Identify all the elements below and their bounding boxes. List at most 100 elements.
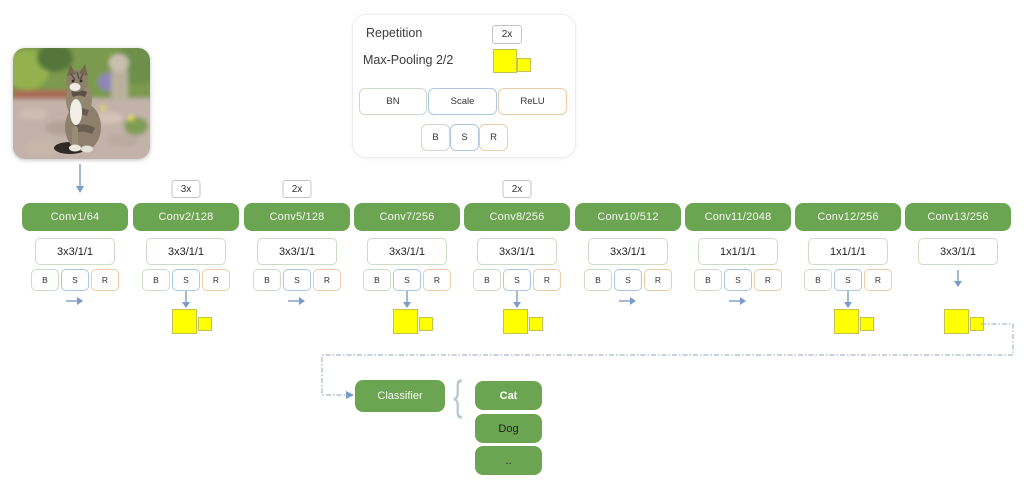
down-arrow-icon xyxy=(182,291,190,308)
batchnorm-mini-box: B xyxy=(694,269,722,291)
relu-mini-box: R xyxy=(313,269,341,291)
down-arrow-icon xyxy=(954,270,962,287)
maxpool-small-square-icon xyxy=(529,317,543,331)
legend-maxpool-large-square-icon xyxy=(493,49,517,73)
repetition-badge: 3x xyxy=(171,180,201,198)
conv-layer-block: Conv7/256 xyxy=(354,203,460,231)
legend-r-box: R xyxy=(479,124,508,151)
scale-mini-box: S xyxy=(503,269,531,291)
down-arrow-icon xyxy=(513,291,521,308)
classifier-arrowhead-icon xyxy=(346,391,354,399)
batchnorm-mini-box: B xyxy=(31,269,59,291)
relu-mini-box: R xyxy=(754,269,782,291)
batchnorm-mini-box: B xyxy=(253,269,281,291)
legend-relu-box: ReLU xyxy=(498,88,567,115)
kernel-spec-box: 1x1/1/1 xyxy=(808,238,888,265)
conv-layer-block: Conv12/256 xyxy=(795,203,901,231)
right-arrow-icon xyxy=(288,297,305,305)
maxpool-small-square-icon xyxy=(419,317,433,331)
conv-column: 2x Conv8/256 3x3/1/1 B S R xyxy=(464,178,570,338)
repetition-badge: 2x xyxy=(282,180,312,198)
relu-mini-box: R xyxy=(864,269,892,291)
relu-mini-box: R xyxy=(644,269,672,291)
kernel-spec-box: 3x3/1/1 xyxy=(367,238,447,265)
batchnorm-mini-box: B xyxy=(804,269,832,291)
legend-b-box: B xyxy=(421,124,450,151)
maxpool-large-square-icon xyxy=(503,309,528,334)
bsr-row: B S R xyxy=(253,269,341,291)
maxpool-squares xyxy=(464,309,570,337)
conv-column: 3x Conv2/128 3x3/1/1 B S R xyxy=(133,178,239,338)
legend-repetition-badge: 2x xyxy=(492,25,522,44)
kernel-spec-box: 3x3/1/1 xyxy=(146,238,226,265)
legend-maxpool-small-square-icon xyxy=(517,58,531,72)
scale-mini-box: S xyxy=(614,269,642,291)
cat-figure xyxy=(54,64,101,154)
scale-mini-box: S xyxy=(834,269,862,291)
maxpool-squares xyxy=(354,309,460,337)
right-arrow-icon xyxy=(619,297,636,305)
legend-s-box: S xyxy=(450,124,479,151)
conv-column: Conv10/512 3x3/1/1 B S R xyxy=(575,178,681,338)
kernel-spec-box: 1x1/1/1 xyxy=(698,238,778,265)
maxpool-squares xyxy=(905,309,1011,337)
relu-mini-box: R xyxy=(533,269,561,291)
kernel-spec-box: 3x3/1/1 xyxy=(588,238,668,265)
conv-layer-block: Conv1/64 xyxy=(22,203,128,231)
legend-panel: Repetition 2x Max-Pooling 2/2 BN Scale R… xyxy=(352,14,576,158)
conv-column: Conv11/2048 1x1/1/1 B S R xyxy=(685,178,791,338)
relu-mini-box: R xyxy=(91,269,119,291)
output-class-box: .. xyxy=(475,446,542,475)
bsr-row: B S R xyxy=(363,269,451,291)
down-arrow-icon xyxy=(403,291,411,308)
cat-photo-illustration xyxy=(13,48,150,159)
legend-bn-box: BN xyxy=(359,88,427,115)
relu-mini-box: R xyxy=(202,269,230,291)
conv-layer-block: Conv2/128 xyxy=(133,203,239,231)
maxpool-small-square-icon xyxy=(198,317,212,331)
conv-column: 2x Conv5/128 3x3/1/1 B S R xyxy=(244,178,350,338)
scale-mini-box: S xyxy=(172,269,200,291)
conv-layer-block: Conv8/256 xyxy=(464,203,570,231)
relu-mini-box: R xyxy=(423,269,451,291)
bsr-row: B S R xyxy=(142,269,230,291)
maxpool-large-square-icon xyxy=(172,309,197,334)
scale-mini-box: S xyxy=(393,269,421,291)
legend-scale-box: Scale xyxy=(428,88,497,115)
maxpool-large-square-icon xyxy=(834,309,859,334)
right-arrow-icon xyxy=(729,297,746,305)
batchnorm-mini-box: B xyxy=(363,269,391,291)
repetition-badge: 2x xyxy=(502,180,532,198)
batchnorm-mini-box: B xyxy=(142,269,170,291)
maxpool-squares xyxy=(795,309,901,337)
bsr-row: B S R xyxy=(31,269,119,291)
maxpool-large-square-icon xyxy=(944,309,969,334)
maxpool-small-square-icon xyxy=(970,317,984,331)
scale-mini-box: S xyxy=(724,269,752,291)
input-image xyxy=(13,48,150,159)
down-arrow-icon xyxy=(844,291,852,308)
bsr-row: B S R xyxy=(804,269,892,291)
classifier-block: Classifier xyxy=(355,380,445,412)
kernel-spec-box: 3x3/1/1 xyxy=(35,238,115,265)
bsr-row: B S R xyxy=(584,269,672,291)
conv-column: Conv1/64 3x3/1/1 B S R xyxy=(22,178,128,338)
kernel-spec-box: 3x3/1/1 xyxy=(918,238,998,265)
legend-repetition-label: Repetition xyxy=(366,26,423,40)
scale-mini-box: S xyxy=(61,269,89,291)
conv-column: Conv7/256 3x3/1/1 B S R xyxy=(354,178,460,338)
maxpool-squares xyxy=(133,309,239,337)
conv-layer-block: Conv10/512 xyxy=(575,203,681,231)
conv-column: Conv12/256 1x1/1/1 B S R xyxy=(795,178,901,338)
batchnorm-mini-box: B xyxy=(584,269,612,291)
batchnorm-mini-box: B xyxy=(473,269,501,291)
bsr-row: B S R xyxy=(694,269,782,291)
maxpool-small-square-icon xyxy=(860,317,874,331)
output-class-box: Cat xyxy=(475,381,542,410)
scale-mini-box: S xyxy=(283,269,311,291)
brace-icon: { xyxy=(453,372,463,419)
bsr-row: B S R xyxy=(473,269,561,291)
legend-maxpool-label: Max-Pooling 2/2 xyxy=(363,53,454,67)
conv-layer-block: Conv5/128 xyxy=(244,203,350,231)
